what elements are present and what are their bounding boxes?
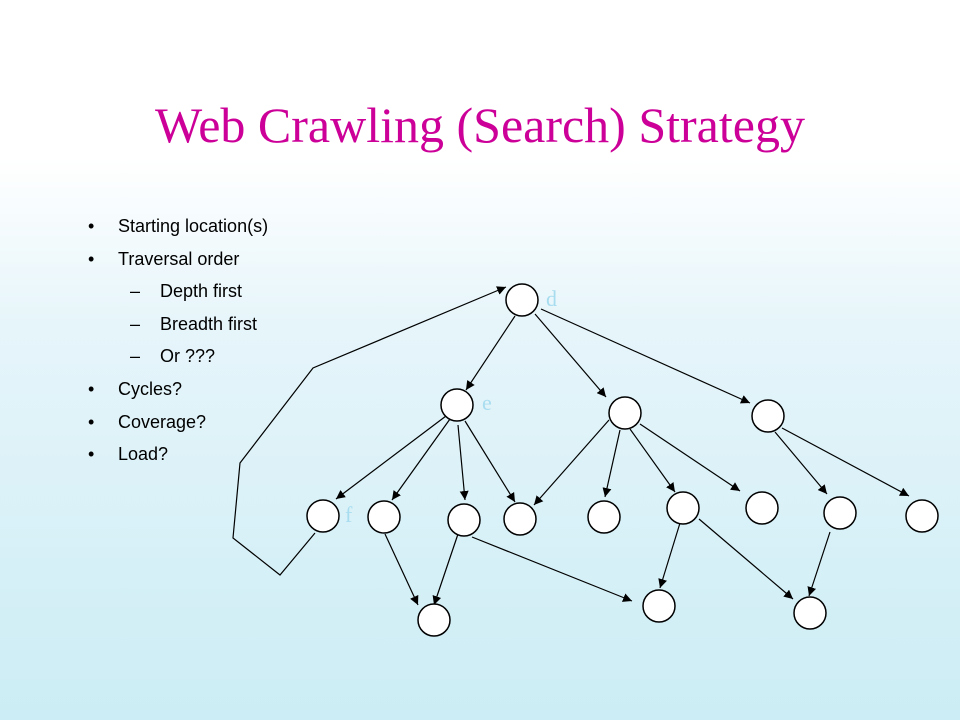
node-n2 — [587, 500, 621, 534]
node-f — [306, 499, 340, 533]
edge-n3-n9 — [698, 518, 794, 600]
node-n3 — [666, 491, 700, 525]
edge-b-e — [391, 418, 451, 501]
faint-label-f: f — [345, 502, 353, 527]
edge-d-h — [534, 313, 607, 398]
node-r — [751, 399, 785, 433]
node-d — [505, 283, 539, 317]
faint-label-e: e — [482, 390, 492, 415]
edge-r-n6 — [781, 427, 910, 497]
bullet-depth-first: Depth first — [88, 275, 268, 308]
edge-h-n1 — [533, 419, 610, 506]
bullet-coverage: Coverage? — [88, 406, 268, 439]
edge-h-n4 — [639, 423, 741, 492]
node-n7 — [417, 603, 451, 637]
bullet-starting-location: Starting location(s) — [88, 210, 268, 243]
edge-n3-n8 — [658, 522, 681, 589]
node-n4 — [745, 491, 779, 525]
edge-r-n5 — [774, 431, 828, 495]
edge-f-d-cycle — [232, 286, 507, 576]
bullet-cycles: Cycles? — [88, 373, 268, 406]
slide-title: Web Crawling (Search) Strategy — [155, 97, 805, 153]
edge-c-n7 — [432, 533, 459, 606]
edge-d-b — [465, 315, 516, 391]
node-n5 — [823, 496, 857, 530]
edge-b-c — [457, 424, 469, 501]
node-n1 — [503, 502, 537, 536]
edge-n5-n9 — [807, 531, 831, 597]
node-e — [367, 500, 401, 534]
node-n9 — [793, 596, 827, 630]
edge-h-n3 — [629, 428, 676, 493]
faint-label-d: d — [546, 286, 557, 311]
node-n8 — [642, 589, 676, 623]
edge-h-n2 — [602, 429, 621, 498]
node-b — [440, 388, 474, 422]
graph-nodes — [306, 283, 939, 637]
node-n6 — [905, 499, 939, 533]
bullet-breadth-first: Breadth first — [88, 308, 268, 341]
node-c — [447, 503, 481, 537]
edge-b-n1 — [464, 420, 516, 503]
bullet-traversal-order: Traversal order — [88, 243, 268, 276]
edge-e-n7 — [384, 533, 419, 606]
edge-d-r — [540, 308, 751, 404]
graph-edges — [232, 286, 910, 606]
bullet-load: Load? — [88, 438, 268, 471]
bullet-or: Or ??? — [88, 340, 268, 373]
edge-c-n8 — [471, 536, 633, 602]
bullet-list: Starting location(s) Traversal order Dep… — [88, 210, 268, 471]
node-h — [608, 396, 642, 430]
edge-b-f — [335, 415, 447, 500]
